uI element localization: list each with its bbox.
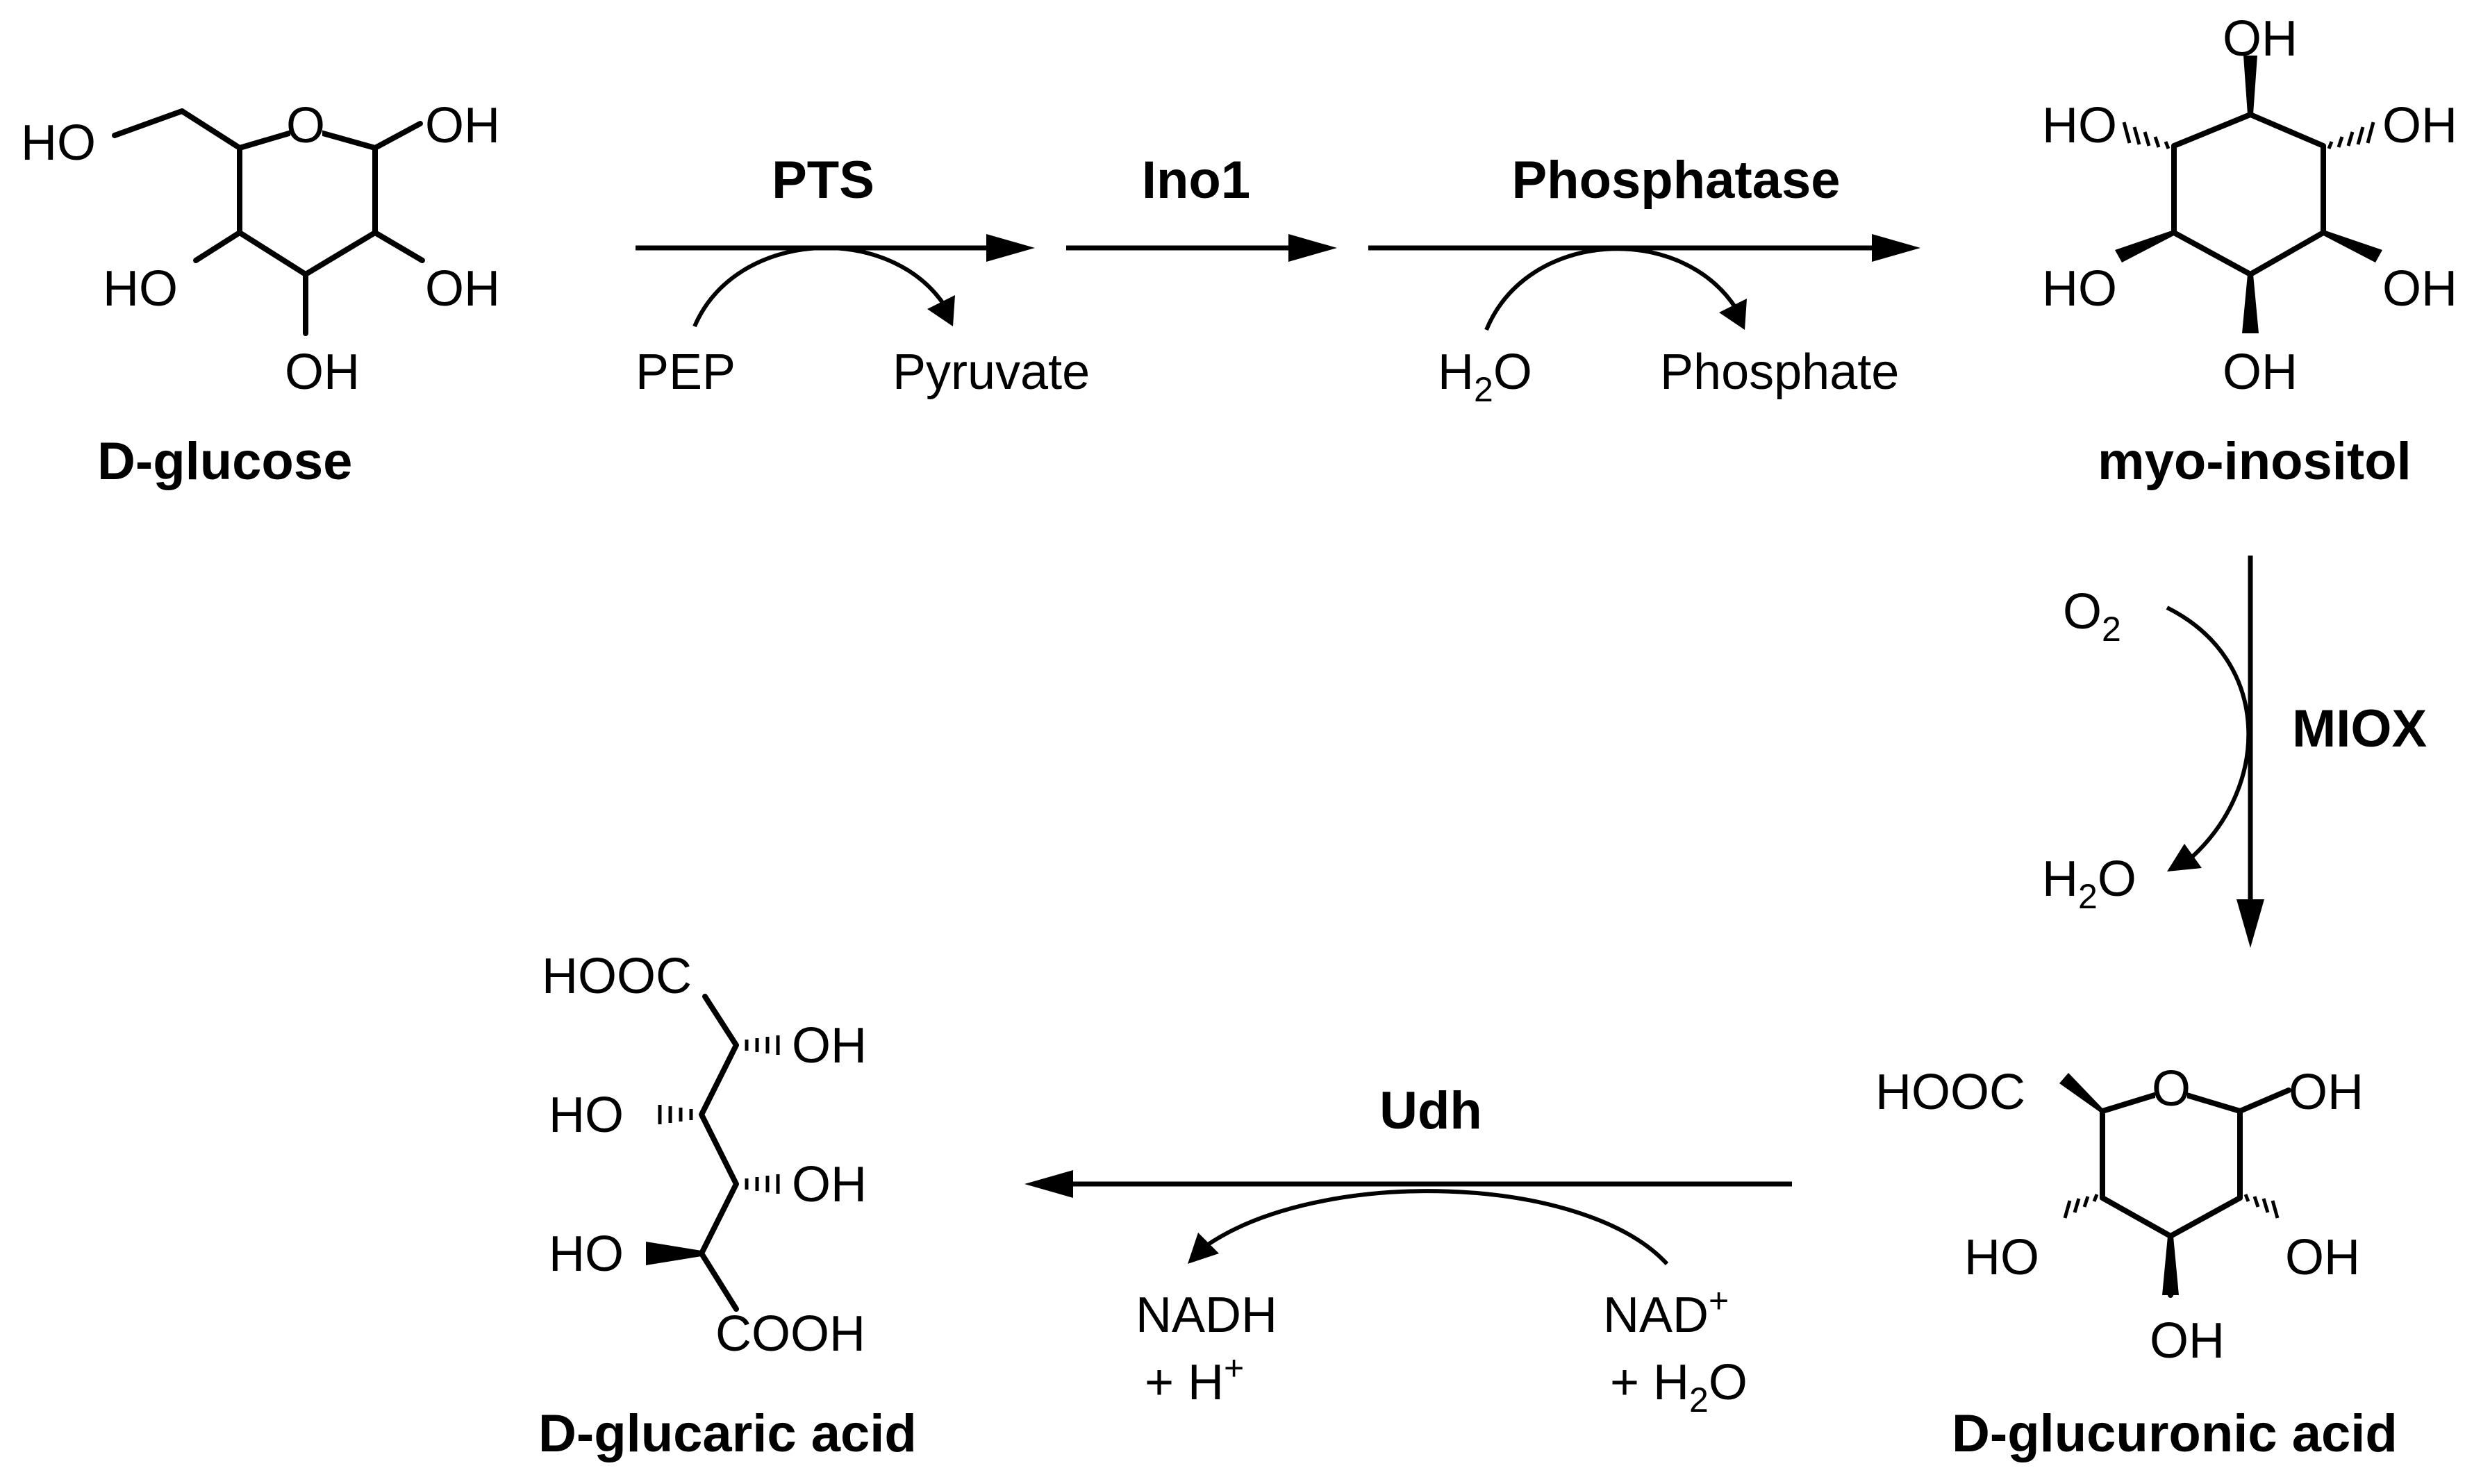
glucose-ring-o: O — [286, 98, 325, 153]
glucuronic-c1-oh: OH — [2289, 1065, 2364, 1120]
glucuronic-c3-oh: OH — [2150, 1313, 2225, 1369]
glucuronic-structure — [2059, 1073, 2291, 1298]
glucuronic-hooc: HOOC — [1875, 1065, 2025, 1120]
water-label-top: H2O — [1438, 344, 1532, 409]
plus-h2o-label: + H2O — [1610, 1355, 1748, 1419]
pyruvate-label: Pyruvate — [893, 344, 1090, 400]
glucaric-hooc: HOOC — [542, 949, 692, 1004]
water-label-miox: H2O — [2042, 851, 2136, 916]
glucaric-c3-ho: HO — [549, 1087, 624, 1143]
glucose-c3-oh: OH — [285, 344, 360, 400]
pts-arrow — [636, 234, 1035, 328]
glucuronic-ring-o: O — [2152, 1061, 2191, 1117]
glucose-c2-oh: OH — [425, 261, 500, 317]
glucuronic-c2-oh: OH — [2285, 1230, 2360, 1285]
inositol-oh-lower-right: OH — [2382, 261, 2457, 317]
glucuronic-c4-ho: HO — [1964, 1230, 2039, 1285]
glucaric-c5-ho: HO — [549, 1226, 624, 1282]
glucaric-c2-oh: OH — [792, 1018, 867, 1074]
inositol-oh-upper-right: OH — [2382, 98, 2457, 153]
inositol-oh-top: OH — [2223, 11, 2298, 67]
glucose-ch2oh-label: HO — [21, 115, 96, 171]
miox-label: MIOX — [2292, 699, 2427, 758]
oxygen-label: O2 — [2063, 584, 2121, 649]
ino1-arrow — [1066, 234, 1337, 262]
glucose-c4-ho: HO — [103, 261, 178, 317]
inositol-structure — [2115, 56, 2382, 333]
inositol-ho-upper-left: HO — [2042, 98, 2117, 153]
glucaric-name: D-glucaric acid — [538, 1404, 917, 1463]
glucaric-structure — [646, 994, 780, 1312]
udh-arrow — [1024, 1170, 1792, 1266]
glucose-structure — [112, 108, 425, 336]
miox-arrow — [2166, 556, 2264, 948]
phosphatase-label: Phosphatase — [1511, 151, 1840, 210]
glucose-name: D-glucose — [97, 432, 352, 491]
udh-label: Udh — [1379, 1081, 1482, 1140]
pts-label: PTS — [772, 151, 874, 210]
glucaric-cooh: COOH — [715, 1306, 865, 1362]
inositol-name: myo-inositol — [2098, 432, 2412, 491]
pep-label: PEP — [636, 344, 736, 400]
nadh-label: NADH — [1136, 1287, 1277, 1343]
glucose-c1-oh: OH — [425, 98, 500, 153]
phosphate-label: Phosphate — [1660, 344, 1899, 400]
phosphatase-arrow — [1368, 234, 1920, 331]
glucuronic-name: D-glucuronic acid — [1952, 1404, 2398, 1463]
inositol-ho-lower-left: HO — [2042, 261, 2117, 317]
inositol-oh-bottom: OH — [2223, 344, 2298, 400]
ino1-label: Ino1 — [1142, 151, 1250, 210]
plus-h-label: + H+ — [1145, 1349, 1244, 1410]
glucaric-c4-oh: OH — [792, 1157, 867, 1212]
nad-label: NAD+ — [1603, 1281, 1729, 1343]
